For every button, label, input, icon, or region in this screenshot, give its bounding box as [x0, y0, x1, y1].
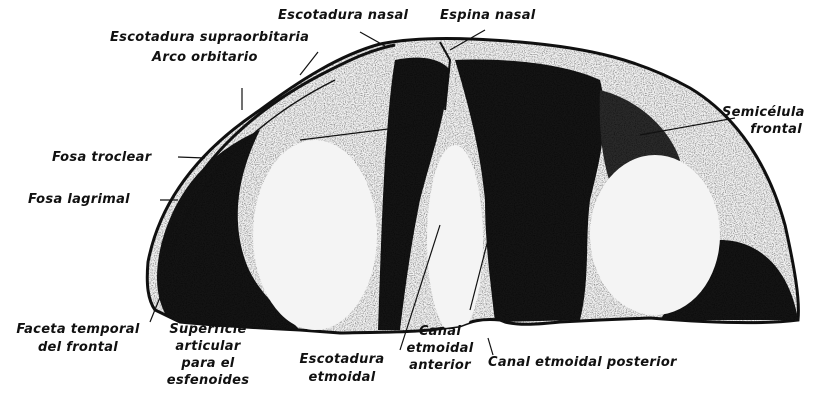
label-semicelula: Semicélula [722, 105, 802, 120]
label-articular: articular [160, 339, 256, 354]
right-orbital-surface [590, 155, 720, 315]
label-canal-anterior: anterior [400, 358, 480, 373]
label-fosa-lagrimal: Fosa lagrimal [28, 192, 130, 207]
bone-shading [140, 30, 810, 340]
label-faceta-temporal-del-frontal: del frontal [8, 340, 148, 355]
leader-fosa-troclear [178, 157, 205, 158]
label-faceta-temporal: Faceta temporal [8, 322, 148, 337]
label-arco-orbitario: Arco orbitario [152, 50, 258, 65]
label-espina-nasal: Espina nasal [440, 8, 536, 23]
left-orbital-surface [253, 140, 377, 330]
leader-canal-etmoidal-posterior [488, 338, 493, 355]
leader-escotadura-nasal [360, 32, 385, 46]
label-canal-etmoidal: etmoidal [400, 341, 480, 356]
label-fosa-troclear: Fosa troclear [52, 150, 151, 165]
label-para-el: para el [160, 356, 256, 371]
label-semicelula-frontal: frontal [722, 122, 802, 137]
label-etmoidal: etmoidal [292, 370, 392, 385]
label-canal-etmoidal-posterior: Canal etmoidal posterior [488, 355, 677, 370]
label-canal: Canal [400, 324, 480, 339]
label-escotadura-nasal: Escotadura nasal [278, 8, 408, 23]
label-esfenoides: esfenoides [160, 373, 256, 388]
label-superficie: Superficie [160, 322, 256, 337]
label-escotadura: Escotadura [292, 352, 392, 367]
label-escotadura-supraorbitaria: Escotadura supraorbitaria [110, 30, 309, 45]
